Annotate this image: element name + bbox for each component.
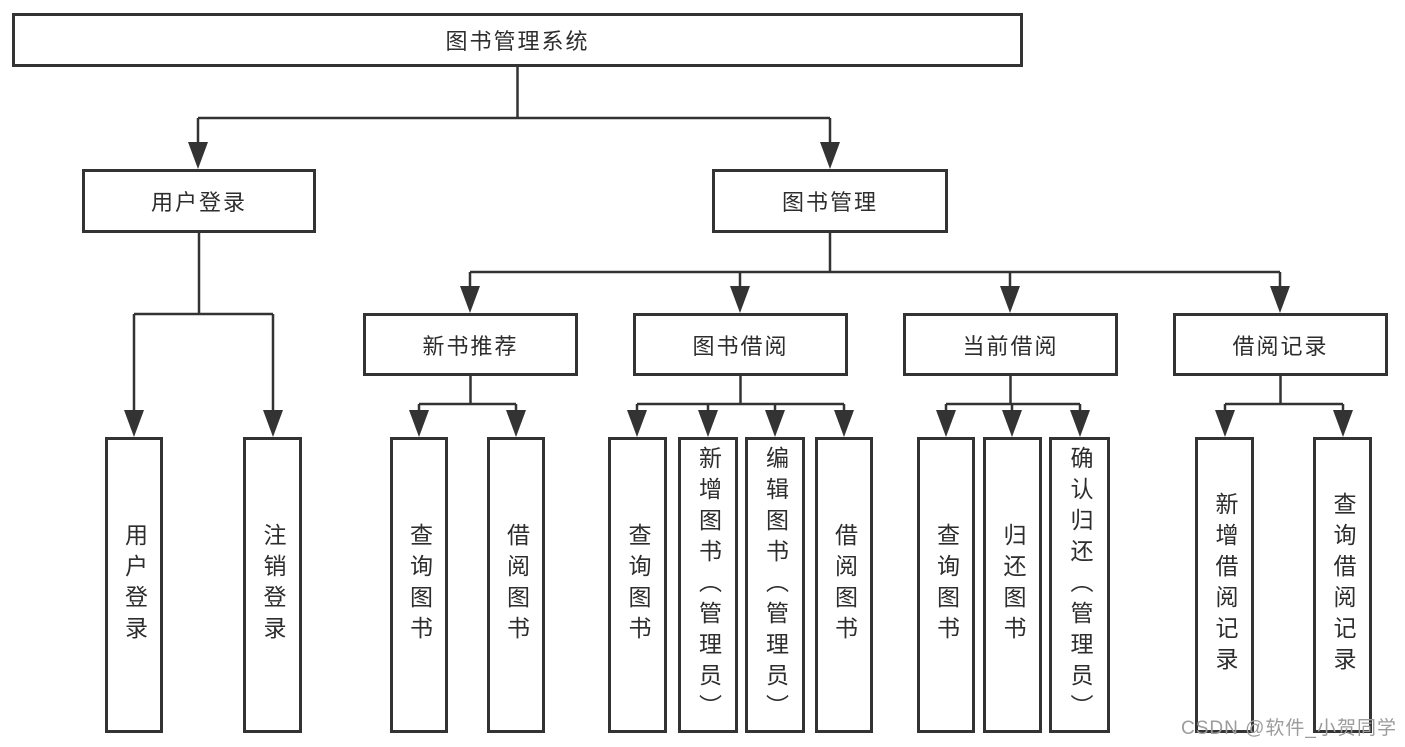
node-bb-edit-books-admin: 编辑图书（管理员） bbox=[745, 437, 805, 733]
node-label: 新书推荐 bbox=[422, 333, 519, 359]
node-label: 确认归还（管理员） bbox=[1067, 445, 1093, 725]
arrow-down-icon bbox=[1333, 410, 1353, 437]
node-ul-user-login: 用户登录 bbox=[105, 437, 163, 733]
edge-borrow-record-to-children bbox=[1223, 376, 1345, 412]
arrow-down-icon bbox=[698, 410, 718, 437]
edge-new-book-rec-to-children bbox=[417, 376, 518, 412]
node-label: 当前借阅 bbox=[962, 333, 1059, 359]
node-label: 查询图书 bbox=[933, 523, 960, 647]
node-br-query-record: 查询借阅记录 bbox=[1313, 437, 1372, 733]
node-label: 图书管理 bbox=[781, 190, 878, 215]
node-label: 用户登录 bbox=[150, 190, 247, 215]
arrow-down-icon bbox=[1000, 286, 1020, 313]
node-label: 注销登录 bbox=[260, 523, 286, 647]
node-cb-return-books: 归还图书 bbox=[983, 437, 1042, 733]
node-label: 编辑图书（管理员） bbox=[762, 445, 789, 725]
arrow-down-icon bbox=[124, 410, 144, 437]
node-label: 新增借阅记录 bbox=[1212, 492, 1238, 678]
arrow-down-icon bbox=[460, 286, 480, 313]
node-label: 图书管理系统 bbox=[445, 29, 590, 54]
arrow-down-icon bbox=[765, 410, 785, 437]
node-root: 图书管理系统 bbox=[12, 13, 1023, 67]
arrow-down-icon bbox=[506, 410, 526, 437]
node-label: 新增图书（管理员） bbox=[695, 445, 722, 725]
arrow-down-icon bbox=[188, 142, 208, 169]
node-label: 查询图书 bbox=[406, 523, 433, 647]
arrowheads bbox=[124, 142, 1353, 437]
edge-current-borrow-to-children bbox=[944, 376, 1082, 412]
node-bb-add-books-admin: 新增图书（管理员） bbox=[678, 437, 738, 733]
node-label: 借阅图书 bbox=[503, 523, 530, 647]
node-label: 用户登录 bbox=[121, 523, 148, 647]
node-label: 查询借阅记录 bbox=[1330, 492, 1356, 678]
node-label: 借阅图书 bbox=[831, 523, 858, 647]
node-book-borrow: 图书借阅 bbox=[633, 313, 848, 376]
csdn-watermark: CSDN @软件_小贺同学 bbox=[1181, 718, 1397, 739]
edge-book-mgmt-to-level3 bbox=[468, 233, 1282, 287]
node-bb-borrow-books: 借阅图书 bbox=[815, 437, 873, 733]
arrow-down-icon bbox=[627, 410, 647, 437]
node-label: 图书借阅 bbox=[692, 333, 789, 359]
edge-book-borrow-to-children bbox=[635, 376, 846, 412]
arrow-down-icon bbox=[730, 286, 750, 313]
edge-user-login-to-children bbox=[132, 233, 275, 412]
node-label: 查询图书 bbox=[625, 523, 651, 647]
node-borrow-record: 借阅记录 bbox=[1173, 313, 1388, 376]
node-nbr-borrow-books: 借阅图书 bbox=[487, 437, 545, 733]
arrow-down-icon bbox=[820, 142, 840, 169]
node-cb-query-books: 查询图书 bbox=[917, 437, 975, 733]
arrow-down-icon bbox=[263, 410, 283, 437]
edge-root-to-level2 bbox=[196, 67, 832, 144]
node-book-mgmt: 图书管理 bbox=[712, 169, 948, 233]
node-ul-logout: 注销登录 bbox=[243, 437, 302, 733]
node-label: 借阅记录 bbox=[1232, 333, 1329, 359]
arrow-down-icon bbox=[936, 410, 956, 437]
arrow-down-icon bbox=[834, 410, 854, 437]
node-user-login: 用户登录 bbox=[82, 169, 316, 233]
arrow-down-icon bbox=[1270, 286, 1290, 313]
node-new-book-rec: 新书推荐 bbox=[363, 313, 578, 376]
node-label: 归还图书 bbox=[1000, 523, 1026, 647]
arrow-down-icon bbox=[1070, 410, 1090, 437]
node-current-borrow: 当前借阅 bbox=[903, 313, 1118, 376]
node-bb-query-books: 查询图书 bbox=[608, 437, 667, 733]
arrow-down-icon bbox=[409, 410, 429, 437]
node-nbr-query-books: 查询图书 bbox=[390, 437, 448, 733]
node-br-add-record: 新增借阅记录 bbox=[1195, 437, 1254, 733]
arrow-down-icon bbox=[1215, 410, 1235, 437]
arrow-down-icon bbox=[1002, 410, 1022, 437]
node-cb-confirm-return-admin: 确认归还（管理员） bbox=[1049, 437, 1110, 733]
